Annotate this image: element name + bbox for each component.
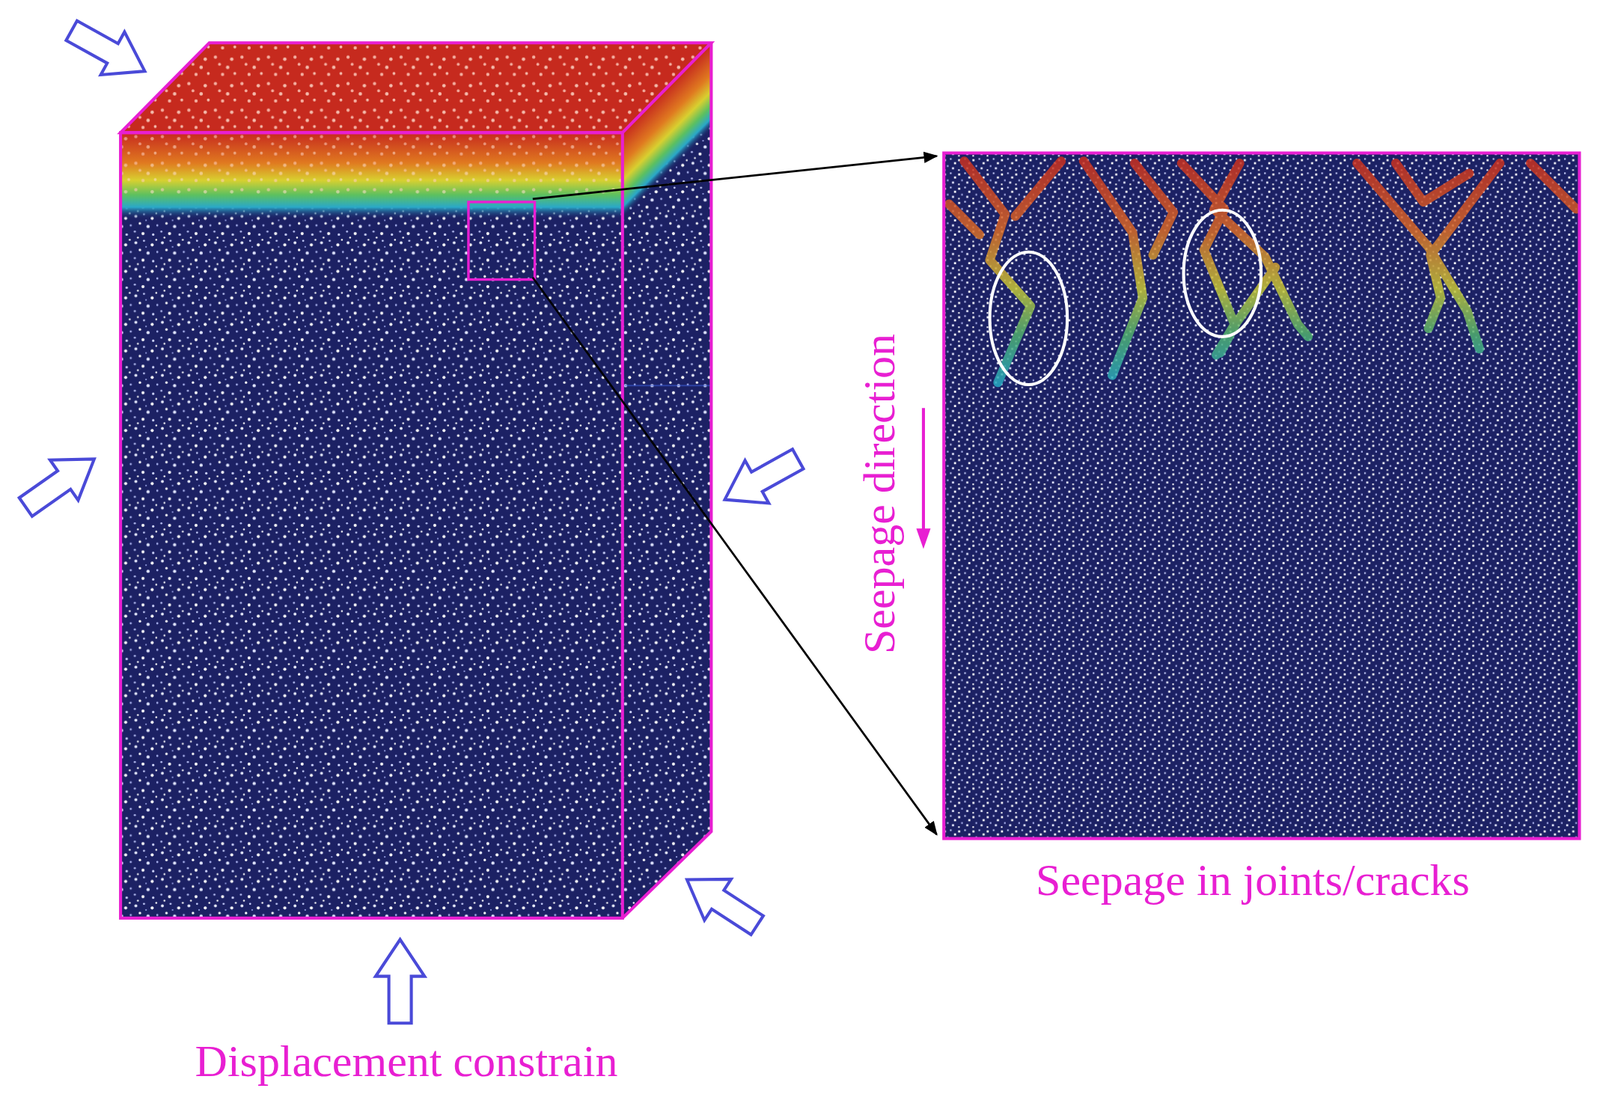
constraint-label: Displacement constrain	[195, 1036, 619, 1086]
seepage-direction-label: Seepage direction	[854, 333, 905, 655]
zoom-caption: Seepage in joints/cracks	[1035, 855, 1470, 905]
